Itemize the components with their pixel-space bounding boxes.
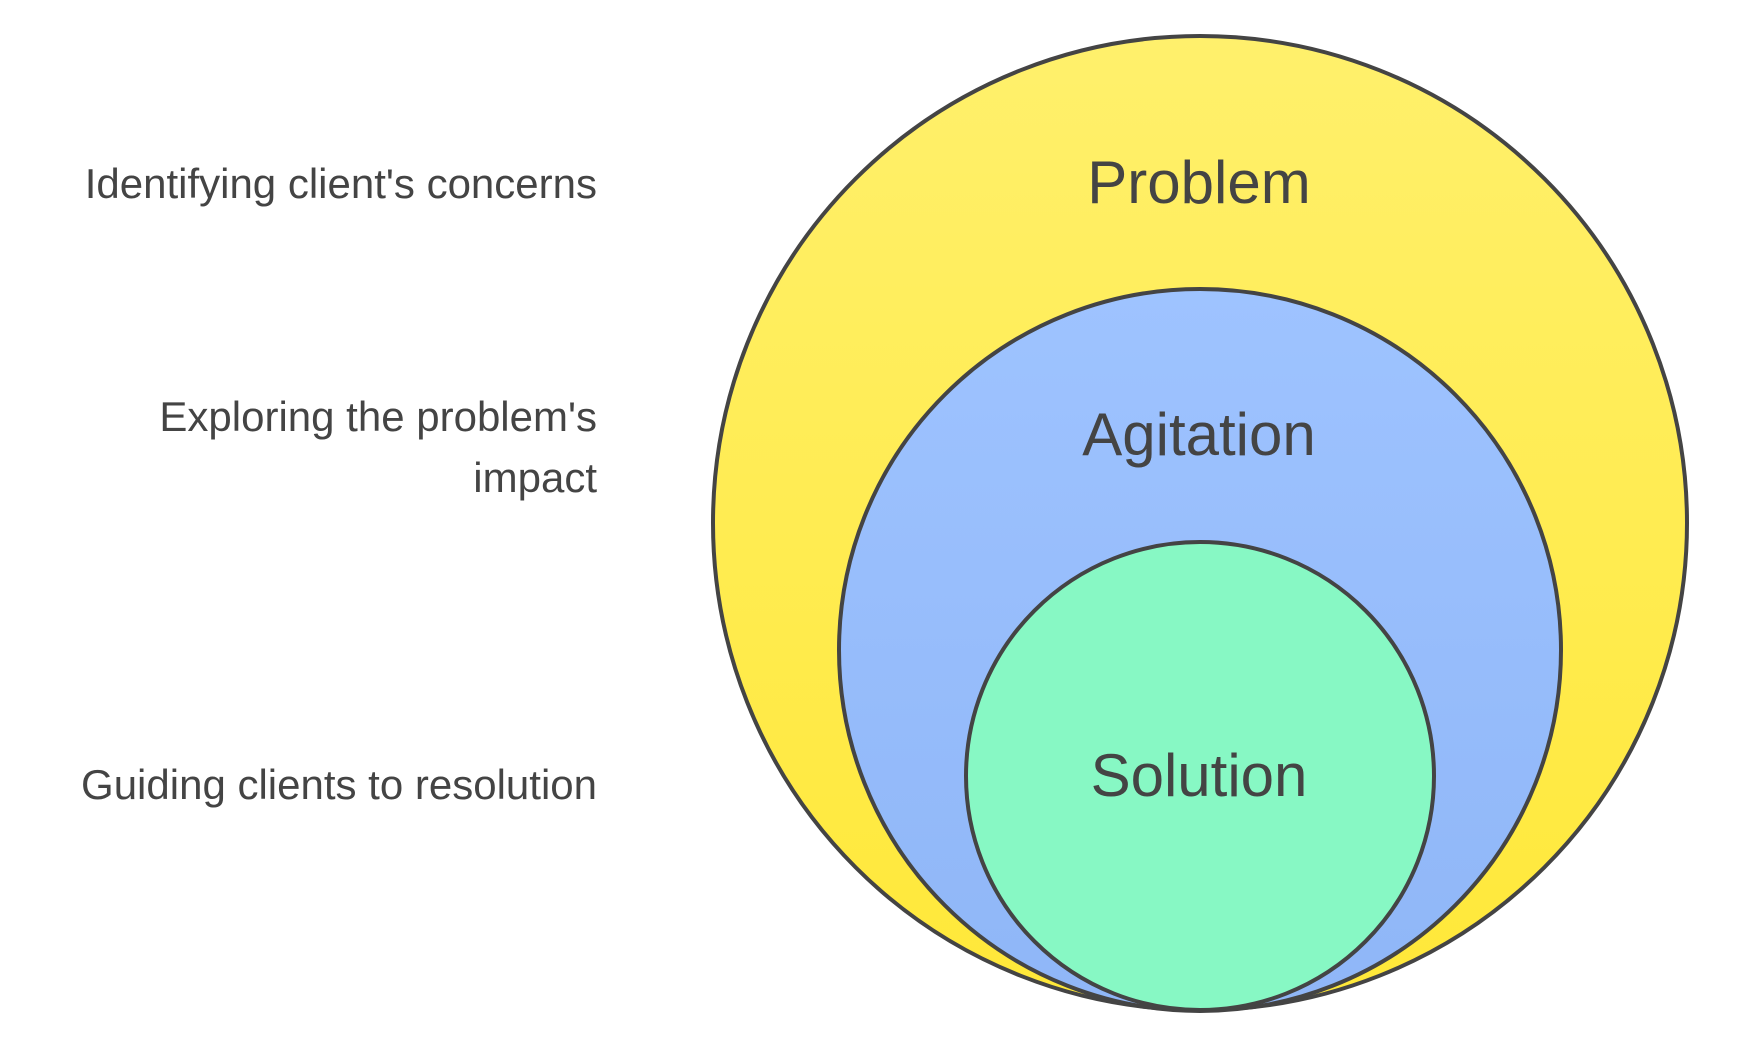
agitation-description-line-1: Exploring the problem's	[159, 393, 597, 440]
agitation-description: Exploring the problem's impact	[159, 386, 597, 508]
solution-circle	[964, 540, 1436, 1012]
solution-label: Solution	[1091, 742, 1308, 809]
agitation-description-line-2: impact	[473, 454, 597, 501]
solution-description: Guiding clients to resolution	[81, 761, 597, 808]
problem-description: Identifying client's concerns	[84, 160, 597, 207]
agitation-label: Agitation	[1082, 401, 1316, 468]
problem-label: Problem	[1087, 149, 1310, 216]
